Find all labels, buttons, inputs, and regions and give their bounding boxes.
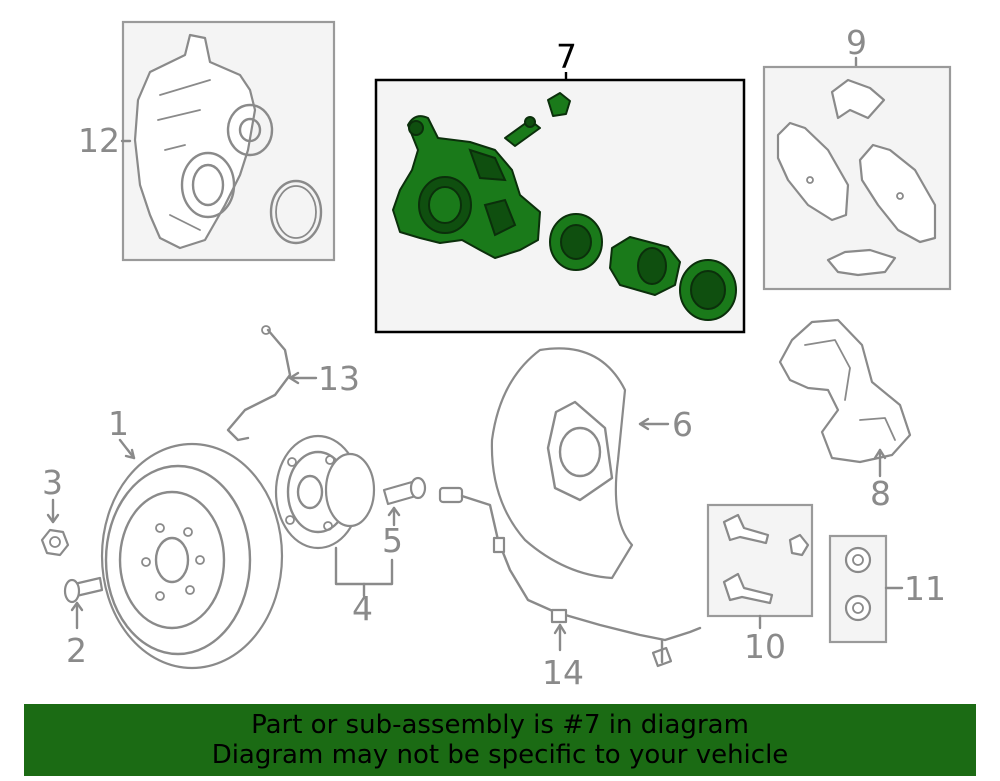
wheel-stud-part-2: [63, 576, 104, 604]
callout-5: 5: [382, 521, 403, 560]
callout-8: 8: [870, 474, 891, 513]
brake-rotor-part-1: [100, 442, 284, 670]
splash-shield-part-6: [490, 347, 634, 580]
abs-sensor-part-14: [438, 486, 702, 668]
callout-6: 6: [672, 405, 693, 444]
callout-13: 13: [318, 359, 360, 398]
callout-4: 4: [352, 589, 373, 628]
caliper-assembly-part-7: [392, 92, 737, 321]
caliper-bracket-part-8: [778, 318, 912, 464]
lug-nut-part-3: [40, 528, 70, 557]
callout-12: 12: [78, 121, 120, 160]
callout-7: 7: [556, 37, 577, 76]
hub-bearing-part-4: [274, 434, 376, 550]
notice-banner: Part or sub-assembly is #7 in diagram Di…: [24, 704, 976, 776]
callout-9: 9: [846, 23, 867, 62]
parking-brake-motor-part-12: [133, 33, 323, 250]
callout-1: 1: [108, 404, 129, 443]
callout-2: 2: [66, 631, 87, 670]
bracket-bolts-part-10: [722, 513, 810, 605]
callout-14: 14: [542, 653, 584, 692]
hub-bolt-part-5: [382, 476, 427, 506]
banner-line-2: Diagram may not be specific to your vehi…: [211, 740, 789, 770]
callout-10: 10: [744, 627, 786, 666]
brake-pads-part-9: [776, 78, 937, 277]
speed-sensor-harness-part-13: [226, 328, 292, 442]
bushings-part-11: [844, 546, 872, 622]
banner-line-1: Part or sub-assembly is #7 in diagram: [251, 710, 749, 740]
callout-3: 3: [42, 463, 63, 502]
callout-11: 11: [904, 569, 946, 608]
